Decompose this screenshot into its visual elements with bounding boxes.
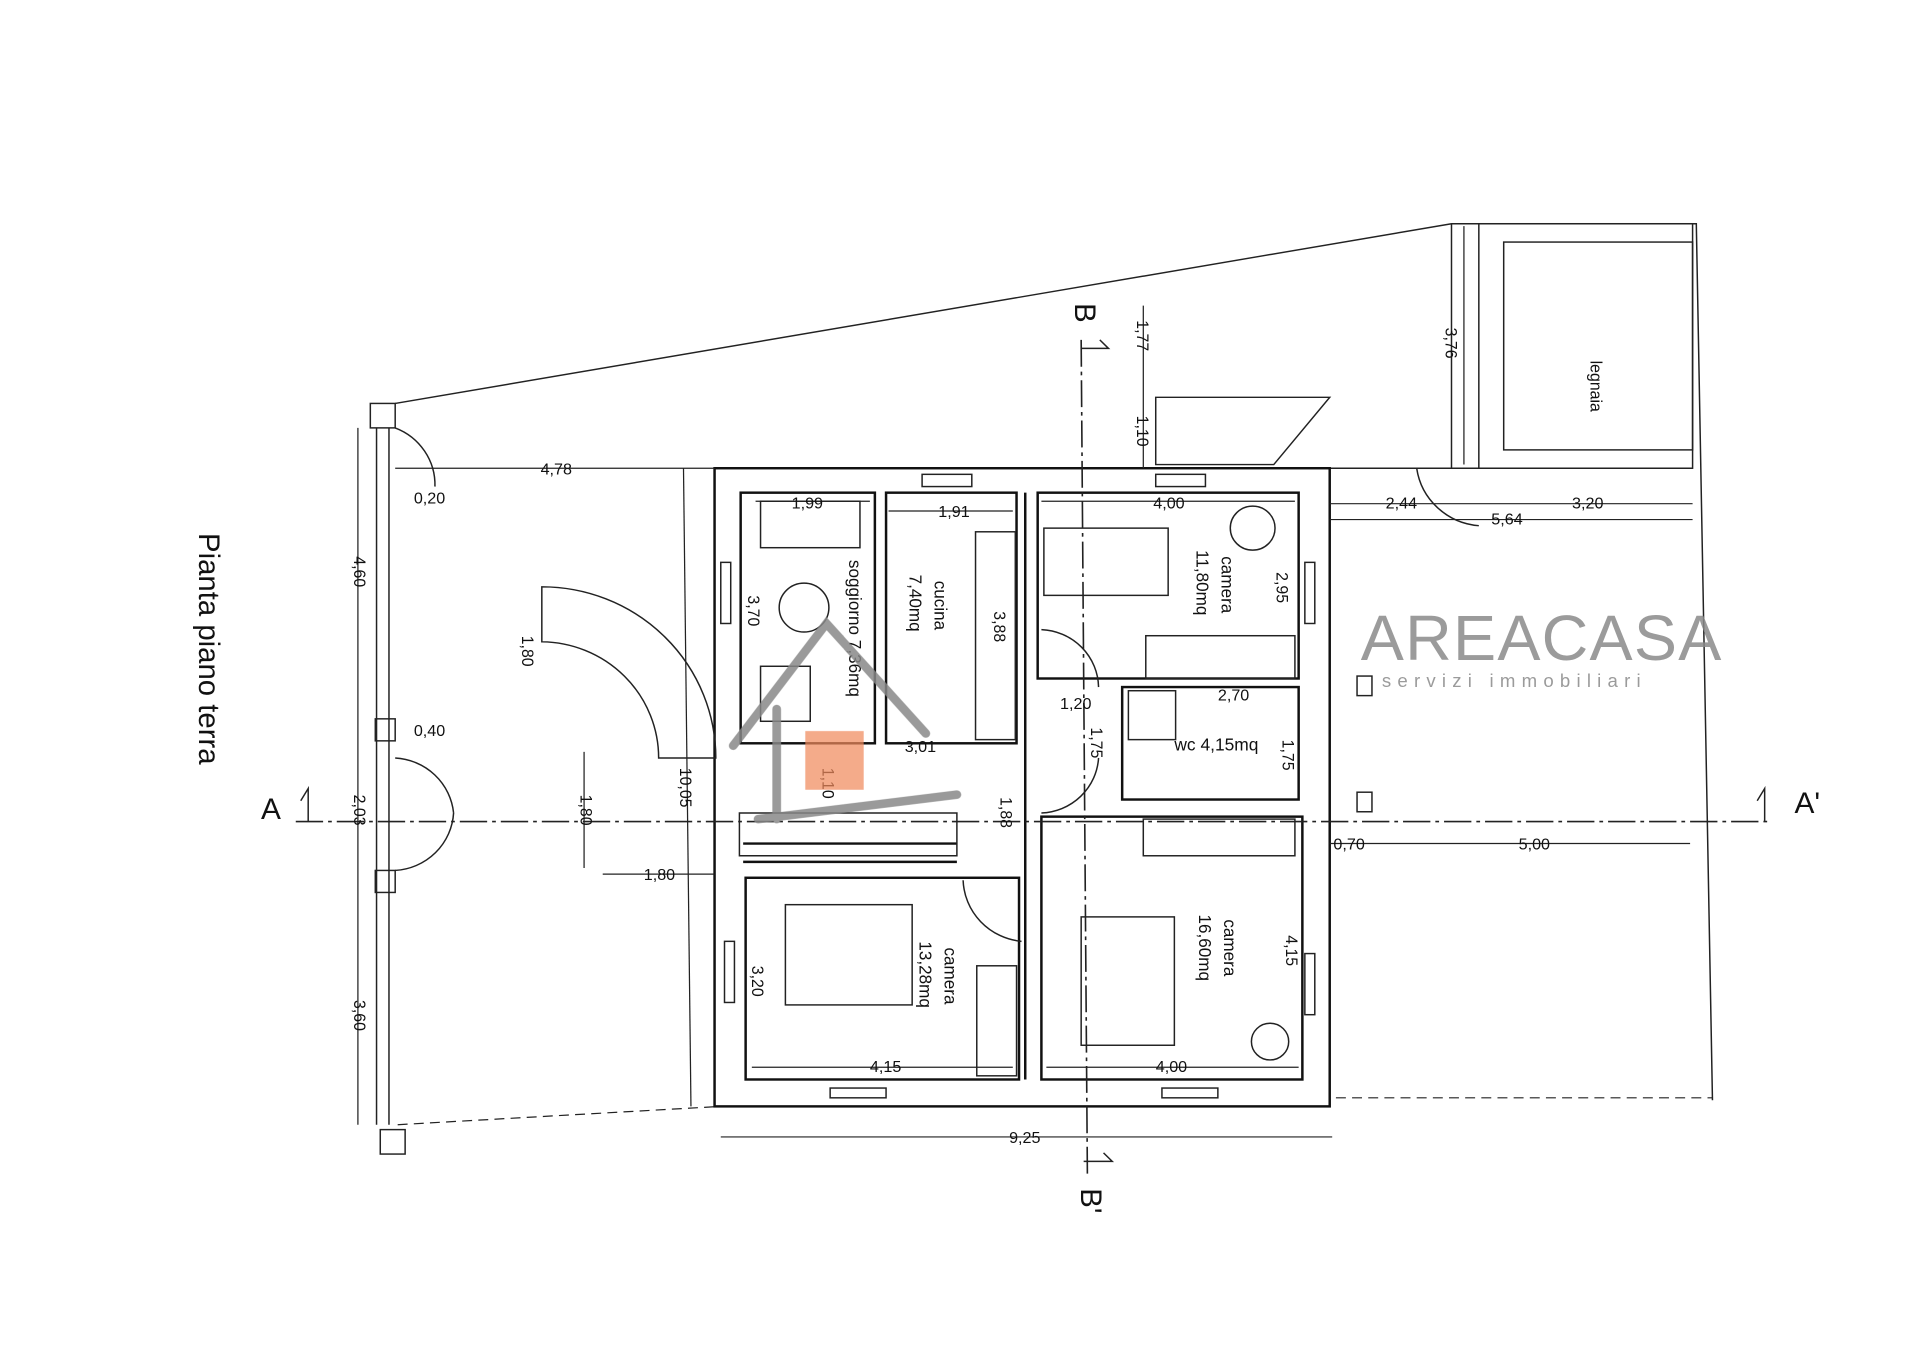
dimension-label: 3,60 <box>350 1000 368 1031</box>
dimension-label: 3,01 <box>905 738 937 756</box>
dimension-label: 1,77 <box>1133 320 1151 351</box>
section-b-label: B <box>1068 303 1101 323</box>
room-camera2-area: 13,28mq <box>916 941 936 1008</box>
dimension-label: 0,70 <box>1333 836 1365 854</box>
dimension-label: 0,40 <box>414 722 446 740</box>
dimension-lines <box>357 226 1693 1138</box>
dimension-label: 1,80 <box>576 795 594 826</box>
dimension-label: 1,80 <box>518 636 536 667</box>
dimension-label: 4,78 <box>541 460 573 478</box>
dimension-label: 1,99 <box>792 495 824 513</box>
dimension-label: 1,88 <box>996 797 1014 828</box>
dimension-label: 4,15 <box>870 1058 902 1076</box>
room-legnaia: legnaia <box>1587 361 1605 412</box>
dimension-label: 3,76 <box>1441 328 1459 359</box>
dimension-label: 1,75 <box>1278 740 1296 771</box>
dimension-label: 3,20 <box>748 966 766 997</box>
dimension-label: 4,00 <box>1153 495 1185 513</box>
section-b-prime-label: B' <box>1074 1188 1107 1213</box>
section-lines: A A' B B' <box>261 303 1820 1213</box>
room-wc: wc 4,15mq <box>1173 735 1258 755</box>
dimension-label: 2,03 <box>350 795 368 826</box>
room-camera1-area: 11,80mq <box>1193 550 1213 615</box>
dimension-label: 10,05 <box>676 768 694 808</box>
room-cucina-area: 7,40mq <box>906 575 926 632</box>
dimension-label: 2,44 <box>1386 495 1418 513</box>
room-camera3-name: camera <box>1220 919 1240 976</box>
dimension-label: 1,80 <box>644 866 676 884</box>
section-a-label: A <box>261 793 281 826</box>
room-camera2-name: camera <box>940 947 960 1004</box>
house-walls <box>541 396 1479 1108</box>
dimension-label: 9,25 <box>1009 1129 1041 1147</box>
dimension-label: 1,91 <box>938 503 970 521</box>
dimension-label: 1,10 <box>1133 416 1151 447</box>
dimension-label: 3,88 <box>990 611 1008 642</box>
dimension-label: 2,70 <box>1218 687 1250 705</box>
dimension-label: 1,75 <box>1087 727 1105 758</box>
dimension-label: 0,20 <box>414 490 446 508</box>
dimension-label: 4,00 <box>1156 1058 1188 1076</box>
dimension-label: 2,95 <box>1272 572 1290 603</box>
room-camera1-name: camera <box>1218 556 1238 613</box>
areacasa-watermark: AREACASA servizi immobiliari <box>728 603 1723 824</box>
dimension-label: 3,20 <box>1572 495 1604 513</box>
dimension-label: 4,15 <box>1282 935 1300 966</box>
dimension-label: 5,64 <box>1491 511 1523 529</box>
site-boundary <box>369 222 1714 1155</box>
logo-tagline: servizi immobiliari <box>1382 670 1647 691</box>
dimension-label: 1,20 <box>1060 695 1092 713</box>
plan-title: Pianta piano terra <box>192 533 225 765</box>
section-a-prime-label: A' <box>1794 787 1820 820</box>
dimension-label: 3,70 <box>744 595 762 626</box>
dimension-values: 4,78 0,20 4,60 0,40 2,03 3,60 1,80 1,80 … <box>350 320 1603 1147</box>
dimension-label: 4,60 <box>350 556 368 587</box>
dimension-label: 5,00 <box>1519 836 1551 854</box>
logo-brand: AREACASA <box>1361 603 1723 674</box>
logo-accent-square <box>805 731 864 790</box>
room-cucina-name: cucina <box>930 581 950 631</box>
room-camera3-area: 16,60mq <box>1195 914 1215 981</box>
room-soggiorno: soggiorno 7,36mq <box>845 560 865 697</box>
